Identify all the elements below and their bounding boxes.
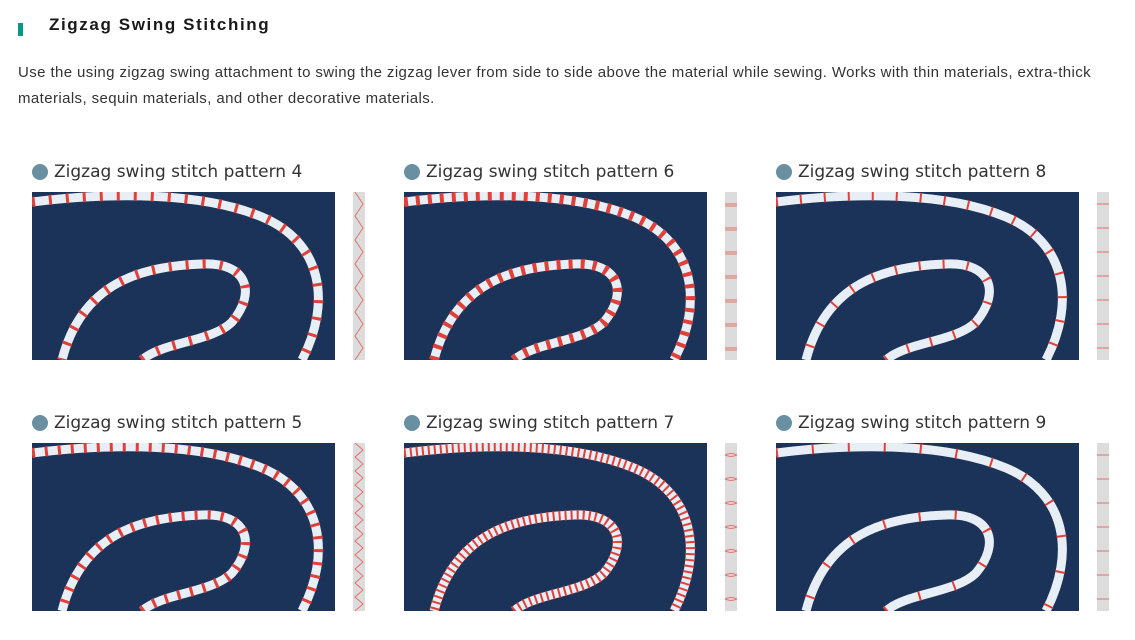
bullet-icon — [776, 415, 792, 431]
stitch-sample-image — [32, 443, 335, 611]
stitch-sample-image — [404, 192, 707, 360]
stitch-line — [1097, 454, 1109, 600]
section-description: Use the using zigzag swing attachment to… — [18, 64, 1092, 107]
pattern-card: Zigzag swing stitch pattern 4 — [32, 160, 372, 360]
pattern-card: Zigzag swing stitch pattern 5 — [32, 411, 372, 611]
pattern-label: Zigzag swing stitch pattern 5 — [54, 413, 303, 433]
stitch-diagram-strip — [1097, 443, 1109, 611]
stitch-diagram-strip — [725, 443, 737, 611]
pattern-caption: Zigzag swing stitch pattern 6 — [404, 160, 674, 184]
bullet-icon — [32, 164, 48, 180]
stitch-diagram-strip — [353, 443, 365, 611]
pattern-caption: Zigzag swing stitch pattern 8 — [776, 160, 1046, 184]
pattern-label: Zigzag swing stitch pattern 9 — [798, 413, 1047, 433]
bullet-icon — [404, 415, 420, 431]
pattern-label: Zigzag swing stitch pattern 7 — [426, 413, 675, 433]
pattern-card: Zigzag swing stitch pattern 7 — [404, 411, 744, 611]
stitch-line — [1097, 203, 1109, 349]
pattern-caption: Zigzag swing stitch pattern 9 — [776, 411, 1046, 435]
pattern-label: Zigzag swing stitch pattern 6 — [426, 162, 675, 182]
stitch-diagram-strip — [353, 192, 365, 360]
stitch-diagram-strip — [1097, 192, 1109, 360]
section-accent-bar — [18, 23, 23, 36]
pattern-card: Zigzag swing stitch pattern 8 — [776, 160, 1116, 360]
pattern-caption: Zigzag swing stitch pattern 5 — [32, 411, 302, 435]
stitch-line — [725, 453, 737, 601]
bullet-icon — [32, 415, 48, 431]
stitch-sample-image — [404, 443, 707, 611]
section-title: Zigzag Swing Stitching — [49, 15, 271, 34]
pattern-label: Zigzag swing stitch pattern 8 — [798, 162, 1047, 182]
pattern-card: Zigzag swing stitch pattern 9 — [776, 411, 1116, 611]
stitch-line — [354, 192, 364, 360]
bullet-icon — [404, 164, 420, 180]
pattern-caption: Zigzag swing stitch pattern 7 — [404, 411, 674, 435]
pattern-caption: Zigzag swing stitch pattern 4 — [32, 160, 302, 184]
stitch-sample-image — [776, 443, 1079, 611]
pattern-card: Zigzag swing stitch pattern 6 — [404, 160, 744, 360]
pattern-label: Zigzag swing stitch pattern 4 — [54, 162, 303, 182]
stitch-line — [354, 443, 364, 611]
stitch-line — [725, 203, 737, 351]
stitch-sample-image — [776, 192, 1079, 360]
bullet-icon — [776, 164, 792, 180]
stitch-diagram-strip — [725, 192, 737, 360]
stitch-sample-image — [32, 192, 335, 360]
